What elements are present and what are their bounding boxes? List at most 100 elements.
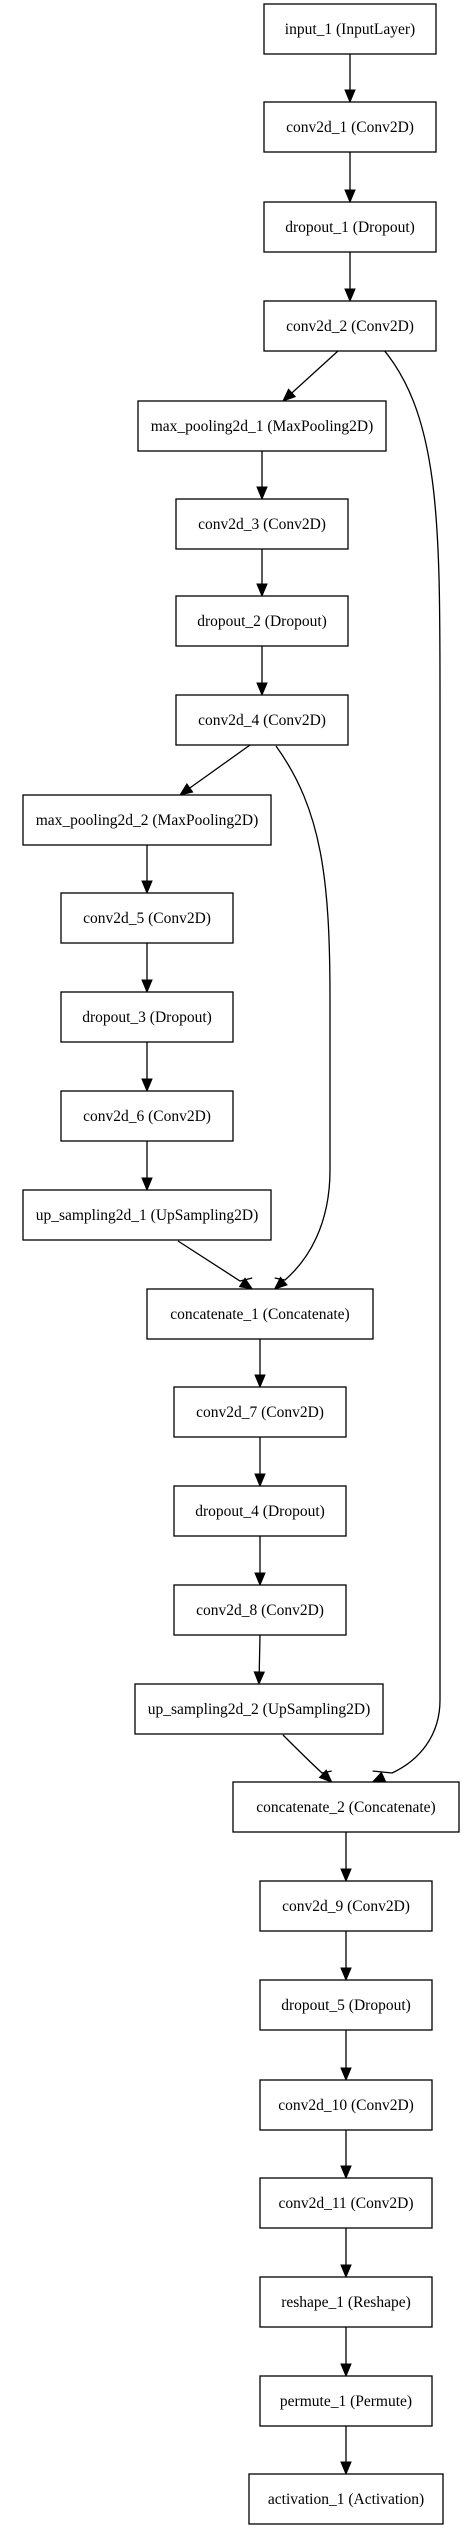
edge-conv2d_6-to-up_sampling2d_1-arrowhead xyxy=(141,1177,153,1192)
node-activation-1: activation_1 (Activation) xyxy=(248,2473,444,2525)
edge-max_pooling2d_1-to-conv2d_3-arrowhead xyxy=(256,486,268,501)
node-box xyxy=(173,1584,347,1636)
node-box xyxy=(22,794,272,846)
node-box xyxy=(263,101,437,153)
node-dropout-3: dropout_3 (Dropout) xyxy=(60,991,234,1043)
node-box xyxy=(173,1386,347,1438)
node-conv2d-2: conv2d_2 (Conv2D) xyxy=(263,300,437,352)
node-max-pooling2d-1: max_pooling2d_1 (MaxPooling2D) xyxy=(137,400,387,452)
edge-conv2d_4-to-max_pooling2d_2 xyxy=(188,744,251,790)
node-up-sampling2d-2: up_sampling2d_2 (UpSampling2D) xyxy=(134,1683,384,1735)
edge-reshape_1-to-permute_1-arrowhead xyxy=(340,2363,352,2378)
edge-conv2d_8-to-up_sampling2d_2 xyxy=(258,1634,261,1674)
node-box xyxy=(259,2375,433,2427)
node-label: max_pooling2d_2 (MaxPooling2D) xyxy=(36,812,259,829)
edge-dropout_5-to-conv2d_10-arrowhead xyxy=(340,2067,352,2082)
node-box xyxy=(22,1189,272,1241)
edge-dropout_4-to-conv2d_8-arrowhead xyxy=(254,1572,266,1587)
node-box xyxy=(259,1979,433,2031)
node-conv2d-8: conv2d_8 (Conv2D) xyxy=(173,1584,347,1636)
edge-conv2d_10-to-conv2d_11-arrowhead xyxy=(340,2165,352,2180)
edge-up_sampling2d_2-to-concatenate_2 xyxy=(282,1734,332,1774)
node-label: dropout_3 (Dropout) xyxy=(82,1009,212,1026)
edge-conv2d_7-to-dropout_4-arrowhead xyxy=(254,1473,266,1488)
edge-conv2d_8-to-up_sampling2d_2-arrowhead xyxy=(253,1671,266,1686)
node-label: conv2d_10 (Conv2D) xyxy=(278,2097,414,2114)
nodes-layer: input_1 (InputLayer) conv2d_1 (Conv2D) dro… xyxy=(22,3,460,2525)
edge-conv2d_2-to-max_pooling2d_1 xyxy=(290,350,339,395)
node-label: up_sampling2d_1 (UpSampling2D) xyxy=(36,1207,259,1224)
node-box xyxy=(259,2079,433,2131)
node-conv2d-9: conv2d_9 (Conv2D) xyxy=(259,1880,433,1932)
node-conv2d-1: conv2d_1 (Conv2D) xyxy=(263,101,437,153)
edge-conv2d_4-to-concatenate_1 xyxy=(274,745,331,1281)
node-conv2d-3: conv2d_3 (Conv2D) xyxy=(175,498,349,550)
node-label: conv2d_4 (Conv2D) xyxy=(198,712,326,729)
edge-conv2d_1-to-dropout_1-arrowhead xyxy=(344,189,356,204)
node-label: input_1 (InputLayer) xyxy=(285,21,415,38)
node-label: permute_1 (Permute) xyxy=(280,2393,412,2410)
node-label: concatenate_2 (Concatenate) xyxy=(256,1799,435,1816)
node-box xyxy=(134,1683,384,1735)
node-box xyxy=(259,2177,433,2229)
node-label: conv2d_8 (Conv2D) xyxy=(196,1602,324,1619)
node-box xyxy=(60,1090,234,1142)
edge-permute_1-to-activation_1-arrowhead xyxy=(340,2461,352,2476)
node-label: conv2d_1 (Conv2D) xyxy=(286,119,414,136)
node-box xyxy=(173,1485,347,1537)
edge-up_sampling2d_1-to-concatenate_1-arrowhead xyxy=(238,1277,254,1290)
node-concatenate-2: concatenate_2 (Concatenate) xyxy=(232,1781,460,1833)
edge-conv2d_3-to-dropout_2-arrowhead xyxy=(256,583,268,598)
edge-dropout_2-to-conv2d_4-arrowhead xyxy=(256,682,268,697)
node-label: conv2d_9 (Conv2D) xyxy=(282,1898,410,1915)
node-conv2d-4: conv2d_4 (Conv2D) xyxy=(175,694,349,746)
node-box xyxy=(259,2276,433,2328)
node-permute-1: permute_1 (Permute) xyxy=(259,2375,433,2427)
edge-concatenate_1-to-conv2d_7-arrowhead xyxy=(254,1374,266,1389)
edge-dropout_1-to-conv2d_2-arrowhead xyxy=(344,288,356,303)
edge-max_pooling2d_2-to-conv2d_5-arrowhead xyxy=(141,880,153,895)
node-box xyxy=(175,498,349,550)
node-up-sampling2d-1: up_sampling2d_1 (UpSampling2D) xyxy=(22,1189,272,1241)
node-conv2d-10: conv2d_10 (Conv2D) xyxy=(259,2079,433,2131)
node-reshape-1: reshape_1 (Reshape) xyxy=(259,2276,433,2328)
node-box xyxy=(232,1781,460,1833)
node-box xyxy=(60,892,234,944)
node-box xyxy=(137,400,387,452)
node-box xyxy=(175,595,349,647)
node-label: conv2d_6 (Conv2D) xyxy=(83,1108,211,1125)
node-label: conv2d_5 (Conv2D) xyxy=(83,910,211,927)
node-dropout-2: dropout_2 (Dropout) xyxy=(175,595,349,647)
edge-conv2d_5-to-dropout_3-arrowhead xyxy=(141,979,153,994)
edge-input_1-to-conv2d_1-arrowhead xyxy=(344,89,356,104)
edge-conv2d_11-to-reshape_1-arrowhead xyxy=(340,2264,352,2279)
node-box xyxy=(259,1880,433,1932)
edge-conv2d_2-to-concatenate_2-arrowhead xyxy=(371,1771,387,1783)
node-box xyxy=(60,991,234,1043)
node-conv2d-7: conv2d_7 (Conv2D) xyxy=(173,1386,347,1438)
node-dropout-5: dropout_5 (Dropout) xyxy=(259,1979,433,2031)
edge-up_sampling2d_1-to-concatenate_1 xyxy=(177,1240,253,1282)
edge-conv2d_2-to-concatenate_2 xyxy=(372,341,441,1774)
node-dropout-4: dropout_4 (Dropout) xyxy=(173,1485,347,1537)
node-label: max_pooling2d_1 (MaxPooling2D) xyxy=(151,418,374,435)
node-input-1: input_1 (InputLayer) xyxy=(263,3,437,55)
node-box xyxy=(263,300,437,352)
node-box xyxy=(248,2473,444,2525)
edge-conv2d_4-to-concatenate_1-arrowhead xyxy=(273,1276,288,1290)
node-conv2d-6: conv2d_6 (Conv2D) xyxy=(60,1090,234,1142)
node-label: dropout_5 (Dropout) xyxy=(281,1997,411,2014)
node-label: conv2d_2 (Conv2D) xyxy=(286,318,414,335)
node-box xyxy=(263,3,437,55)
node-box xyxy=(146,1288,374,1340)
node-label: reshape_1 (Reshape) xyxy=(281,2294,411,2311)
node-label: activation_1 (Activation) xyxy=(268,2491,424,2508)
node-max-pooling2d-2: max_pooling2d_2 (MaxPooling2D) xyxy=(22,794,272,846)
node-label: up_sampling2d_2 (UpSampling2D) xyxy=(148,1701,371,1718)
node-label: conv2d_11 (Conv2D) xyxy=(278,2195,413,2212)
edge-concatenate_2-to-conv2d_9-arrowhead xyxy=(340,1868,352,1883)
node-label: concatenate_1 (Concatenate) xyxy=(170,1306,349,1323)
node-dropout-1: dropout_1 (Dropout) xyxy=(263,201,437,253)
node-label: dropout_1 (Dropout) xyxy=(285,219,415,236)
